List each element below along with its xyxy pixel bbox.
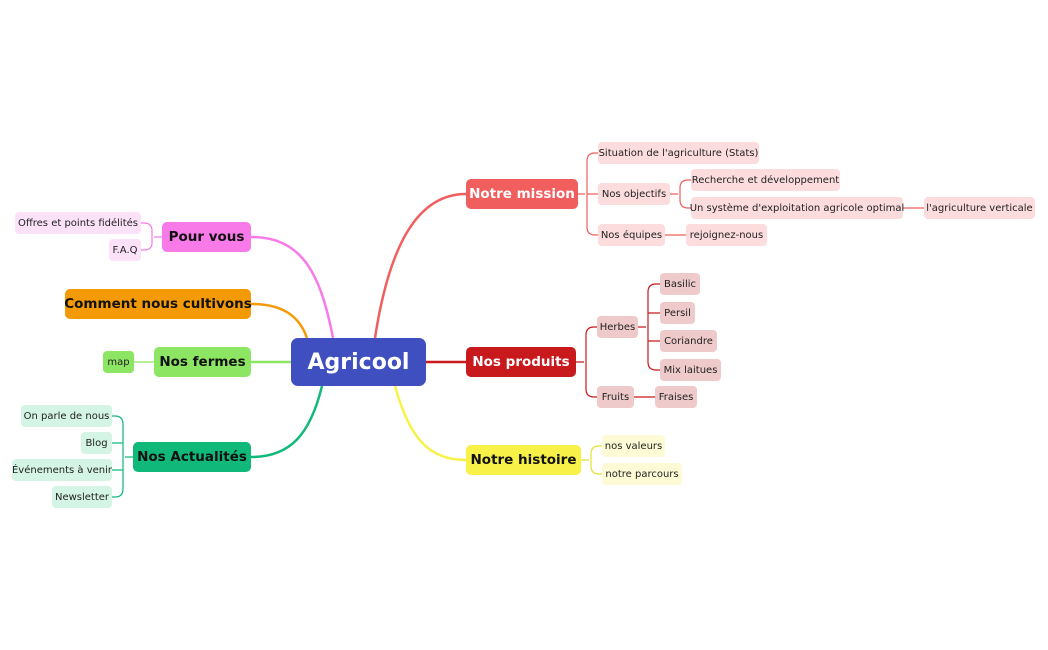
link-actualites (250, 385, 324, 459)
node-blog[interactable]: Blog (81, 432, 112, 454)
node-persil[interactable]: Persil (660, 302, 695, 324)
node-fruits[interactable]: Fruits (597, 386, 634, 408)
node-nos-produits[interactable]: Nos produits (466, 347, 576, 377)
node-evenements[interactable]: Événements à venir (12, 459, 112, 481)
link-mission-sub (577, 152, 598, 236)
link-pourvous (250, 235, 335, 339)
node-equipes[interactable]: Nos équipes (598, 224, 665, 246)
link-actualites-sub (112, 415, 133, 498)
link-mission (373, 192, 467, 339)
central-topic[interactable]: Agricool (291, 338, 426, 386)
node-offres[interactable]: Offres et points fidélités (15, 212, 141, 234)
node-notre-mission[interactable]: Notre mission (466, 179, 578, 209)
node-recherche[interactable]: Recherche et développement (691, 169, 840, 191)
node-rejoignez[interactable]: rejoignez-nous (686, 224, 767, 246)
link-histoire-sub (581, 445, 602, 475)
node-mix-laitues[interactable]: Mix laitues (660, 359, 721, 381)
node-newsletter[interactable]: Newsletter (52, 486, 112, 508)
node-on-parle-de-nous[interactable]: On parle de nous (21, 405, 112, 427)
node-nos-valeurs[interactable]: nos valeurs (602, 435, 665, 457)
node-nos-fermes[interactable]: Nos fermes (154, 347, 251, 377)
node-pour-vous[interactable]: Pour vous (162, 222, 251, 252)
link-herbes-sub (638, 283, 660, 371)
node-map[interactable]: map (103, 351, 134, 373)
link-cultivons (250, 302, 309, 339)
node-notre-parcours[interactable]: notre parcours (602, 463, 682, 485)
link-produits-sub (576, 326, 597, 398)
node-verticale[interactable]: l'agriculture verticale (924, 197, 1035, 219)
link-histoire (393, 385, 467, 462)
node-coriandre[interactable]: Coriandre (660, 330, 717, 352)
link-objectifs-sub (670, 179, 691, 209)
node-basilic[interactable]: Basilic (660, 273, 700, 295)
node-notre-histoire[interactable]: Notre histoire (466, 445, 581, 475)
node-fraises[interactable]: Fraises (655, 386, 697, 408)
node-situation[interactable]: Situation de l'agriculture (Stats) (598, 142, 759, 164)
node-objectifs[interactable]: Nos objectifs (598, 183, 670, 205)
node-faq[interactable]: F.A.Q (109, 239, 141, 261)
node-comment-nous-cultivons[interactable]: Comment nous cultivons (64, 289, 252, 319)
node-herbes[interactable]: Herbes (597, 316, 638, 338)
link-pourvous-sub (141, 222, 162, 251)
node-nos-actualites[interactable]: Nos Actualités (133, 442, 251, 472)
node-systeme[interactable]: Un système d'exploitation agricole optim… (690, 197, 904, 219)
